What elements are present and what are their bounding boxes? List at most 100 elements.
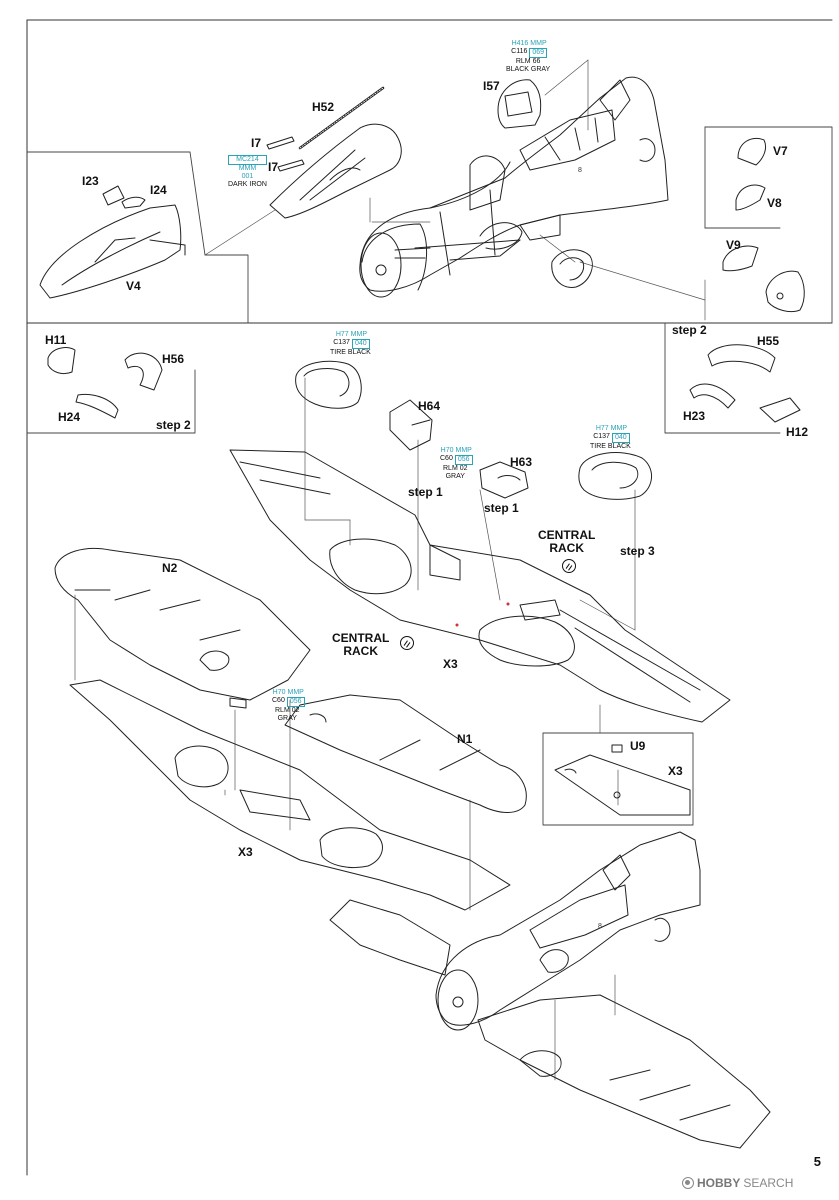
- wheel-well-ring-right: [578, 452, 652, 500]
- paint-name-tire-black-right: TIRE BLACK: [590, 443, 631, 450]
- wing-upper-n2: [54, 547, 311, 709]
- central-rack-right-line2: RACK: [549, 541, 584, 555]
- page-frame: [26, 19, 833, 1176]
- part-label-x3-detail: X3: [668, 764, 683, 778]
- watermark-brand: HOBBY: [697, 1176, 741, 1190]
- paint-code-001: 001: [241, 173, 254, 180]
- part-label-i57: I57: [483, 79, 500, 93]
- watermark-logo-icon: [682, 1177, 694, 1189]
- paint-code-c137: C137: [333, 339, 350, 346]
- paint-name-gray: GRAY: [445, 473, 465, 480]
- wing-upper-n1: [284, 694, 527, 813]
- page-number: 5: [813, 1154, 821, 1169]
- paint-code-c60: C60: [440, 455, 453, 462]
- leader-lines: [74, 59, 706, 1081]
- paint-code-mc214: MC214: [228, 155, 267, 165]
- paint-mmp-label-gray-a: MMP: [455, 447, 472, 454]
- paint-name-rlm02: RLM 02: [443, 465, 468, 472]
- part-label-n1: N1: [457, 732, 473, 746]
- part-label-h24: H24: [58, 410, 81, 424]
- completed-aircraft: 8: [329, 831, 771, 1149]
- paint-code-h77-right: H77: [595, 425, 609, 432]
- paint-code-056: 056: [454, 455, 473, 465]
- part-label-i24: I24: [150, 183, 167, 197]
- step-label-left-step2: step 2: [156, 418, 191, 432]
- paint-code-c116: C116: [511, 48, 528, 55]
- part-h63-shape: [479, 461, 529, 499]
- detail-boxes: [26, 126, 833, 826]
- paint-name-black-gray: BLACK GRAY: [506, 66, 551, 73]
- part-label-v9: V9: [726, 238, 741, 252]
- wing-lower-center: [229, 449, 731, 723]
- part-i23-shape: [102, 185, 125, 206]
- part-label-i7-upper: I7: [251, 136, 262, 150]
- paint-mmp-label: MMP: [530, 40, 547, 47]
- part-label-h11: H11: [45, 333, 67, 347]
- central-rack-icon-left: [400, 636, 414, 650]
- part-label-h52: H52: [312, 100, 335, 114]
- x3-detail-drawing: [554, 744, 691, 816]
- paint-callout-dark-iron: MC214 MMM 001 DARK IRON: [228, 155, 267, 189]
- part-h24-shape: [75, 393, 119, 419]
- svg-text:8: 8: [598, 923, 602, 930]
- spinner-shape: [765, 270, 805, 313]
- step-label-step1-b: step 1: [484, 501, 519, 515]
- paint-code-h77: H77: [335, 331, 349, 338]
- part-h12-shape: [759, 397, 801, 423]
- paint-name-dark-iron: DARK IRON: [228, 181, 267, 188]
- part-label-h12: H12: [786, 425, 809, 439]
- paint-name-gray-left: GRAY: [277, 715, 297, 722]
- paint-code-056-left: 056: [286, 697, 305, 707]
- part-h52-shape: [298, 86, 385, 150]
- central-rack-icon-right: [562, 559, 576, 573]
- part-v9-shape: [722, 245, 759, 272]
- part-label-x3-left: X3: [238, 845, 253, 859]
- central-rack-label-left: CENTRAL RACK: [332, 632, 389, 658]
- fuselage-upper: 8: [359, 76, 669, 298]
- paint-name-rlm66: RLM 66: [515, 58, 541, 65]
- part-i57-shape: [497, 79, 542, 129]
- central-rack-label-right: CENTRAL RACK: [538, 529, 595, 555]
- wing-lower-left: [69, 679, 511, 911]
- part-v4-shape: [39, 204, 186, 299]
- step-label-step1-a: step 1: [408, 485, 443, 499]
- paint-code-c60-left: C60: [272, 697, 285, 704]
- part-label-i7-lower: I7: [268, 160, 279, 174]
- step-label-step3: step 3: [620, 544, 655, 558]
- part-h64-shape: [389, 399, 433, 451]
- central-rack-left-line1: CENTRAL: [332, 631, 390, 645]
- part-label-h23: H23: [683, 409, 706, 423]
- paint-code-c137-right: C137: [593, 433, 610, 440]
- part-h11-shape: [47, 347, 76, 375]
- step-label-right-step2: step 2: [672, 323, 707, 337]
- part-label-h64: H64: [418, 399, 441, 413]
- paint-code-mmm: MMM: [238, 165, 257, 172]
- central-rack-right-line1: CENTRAL: [538, 528, 596, 542]
- part-label-i23: I23: [82, 174, 99, 188]
- paint-code-040: 040: [351, 339, 370, 349]
- part-label-v4: V4: [126, 279, 141, 293]
- part-h56-shape: [124, 352, 163, 391]
- paint-code-069: 069: [529, 48, 548, 58]
- central-rack-left-line2: RACK: [343, 644, 378, 658]
- part-label-x3-center: X3: [443, 657, 458, 671]
- paint-code-h416: H416: [511, 40, 529, 47]
- paint-mmp-label-gray-b: MMP: [287, 689, 304, 696]
- part-h23-shape: [689, 383, 736, 409]
- part-label-n2: N2: [162, 561, 178, 575]
- part-i24-shape: [121, 196, 146, 209]
- part-v7-shape: [737, 137, 767, 166]
- paint-code-h70: H70: [440, 447, 454, 454]
- part-label-u9: U9: [630, 739, 646, 753]
- part-v8-shape: [735, 184, 766, 211]
- paint-code-040-right: 040: [611, 433, 630, 443]
- part-i7-shapes: [266, 136, 305, 172]
- svg-text:8: 8: [578, 167, 582, 174]
- paint-mmp-label-tire-a: MMP: [350, 331, 368, 338]
- part-label-v8: V8: [767, 196, 782, 210]
- watermark: HOBBY SEARCH: [682, 1176, 793, 1190]
